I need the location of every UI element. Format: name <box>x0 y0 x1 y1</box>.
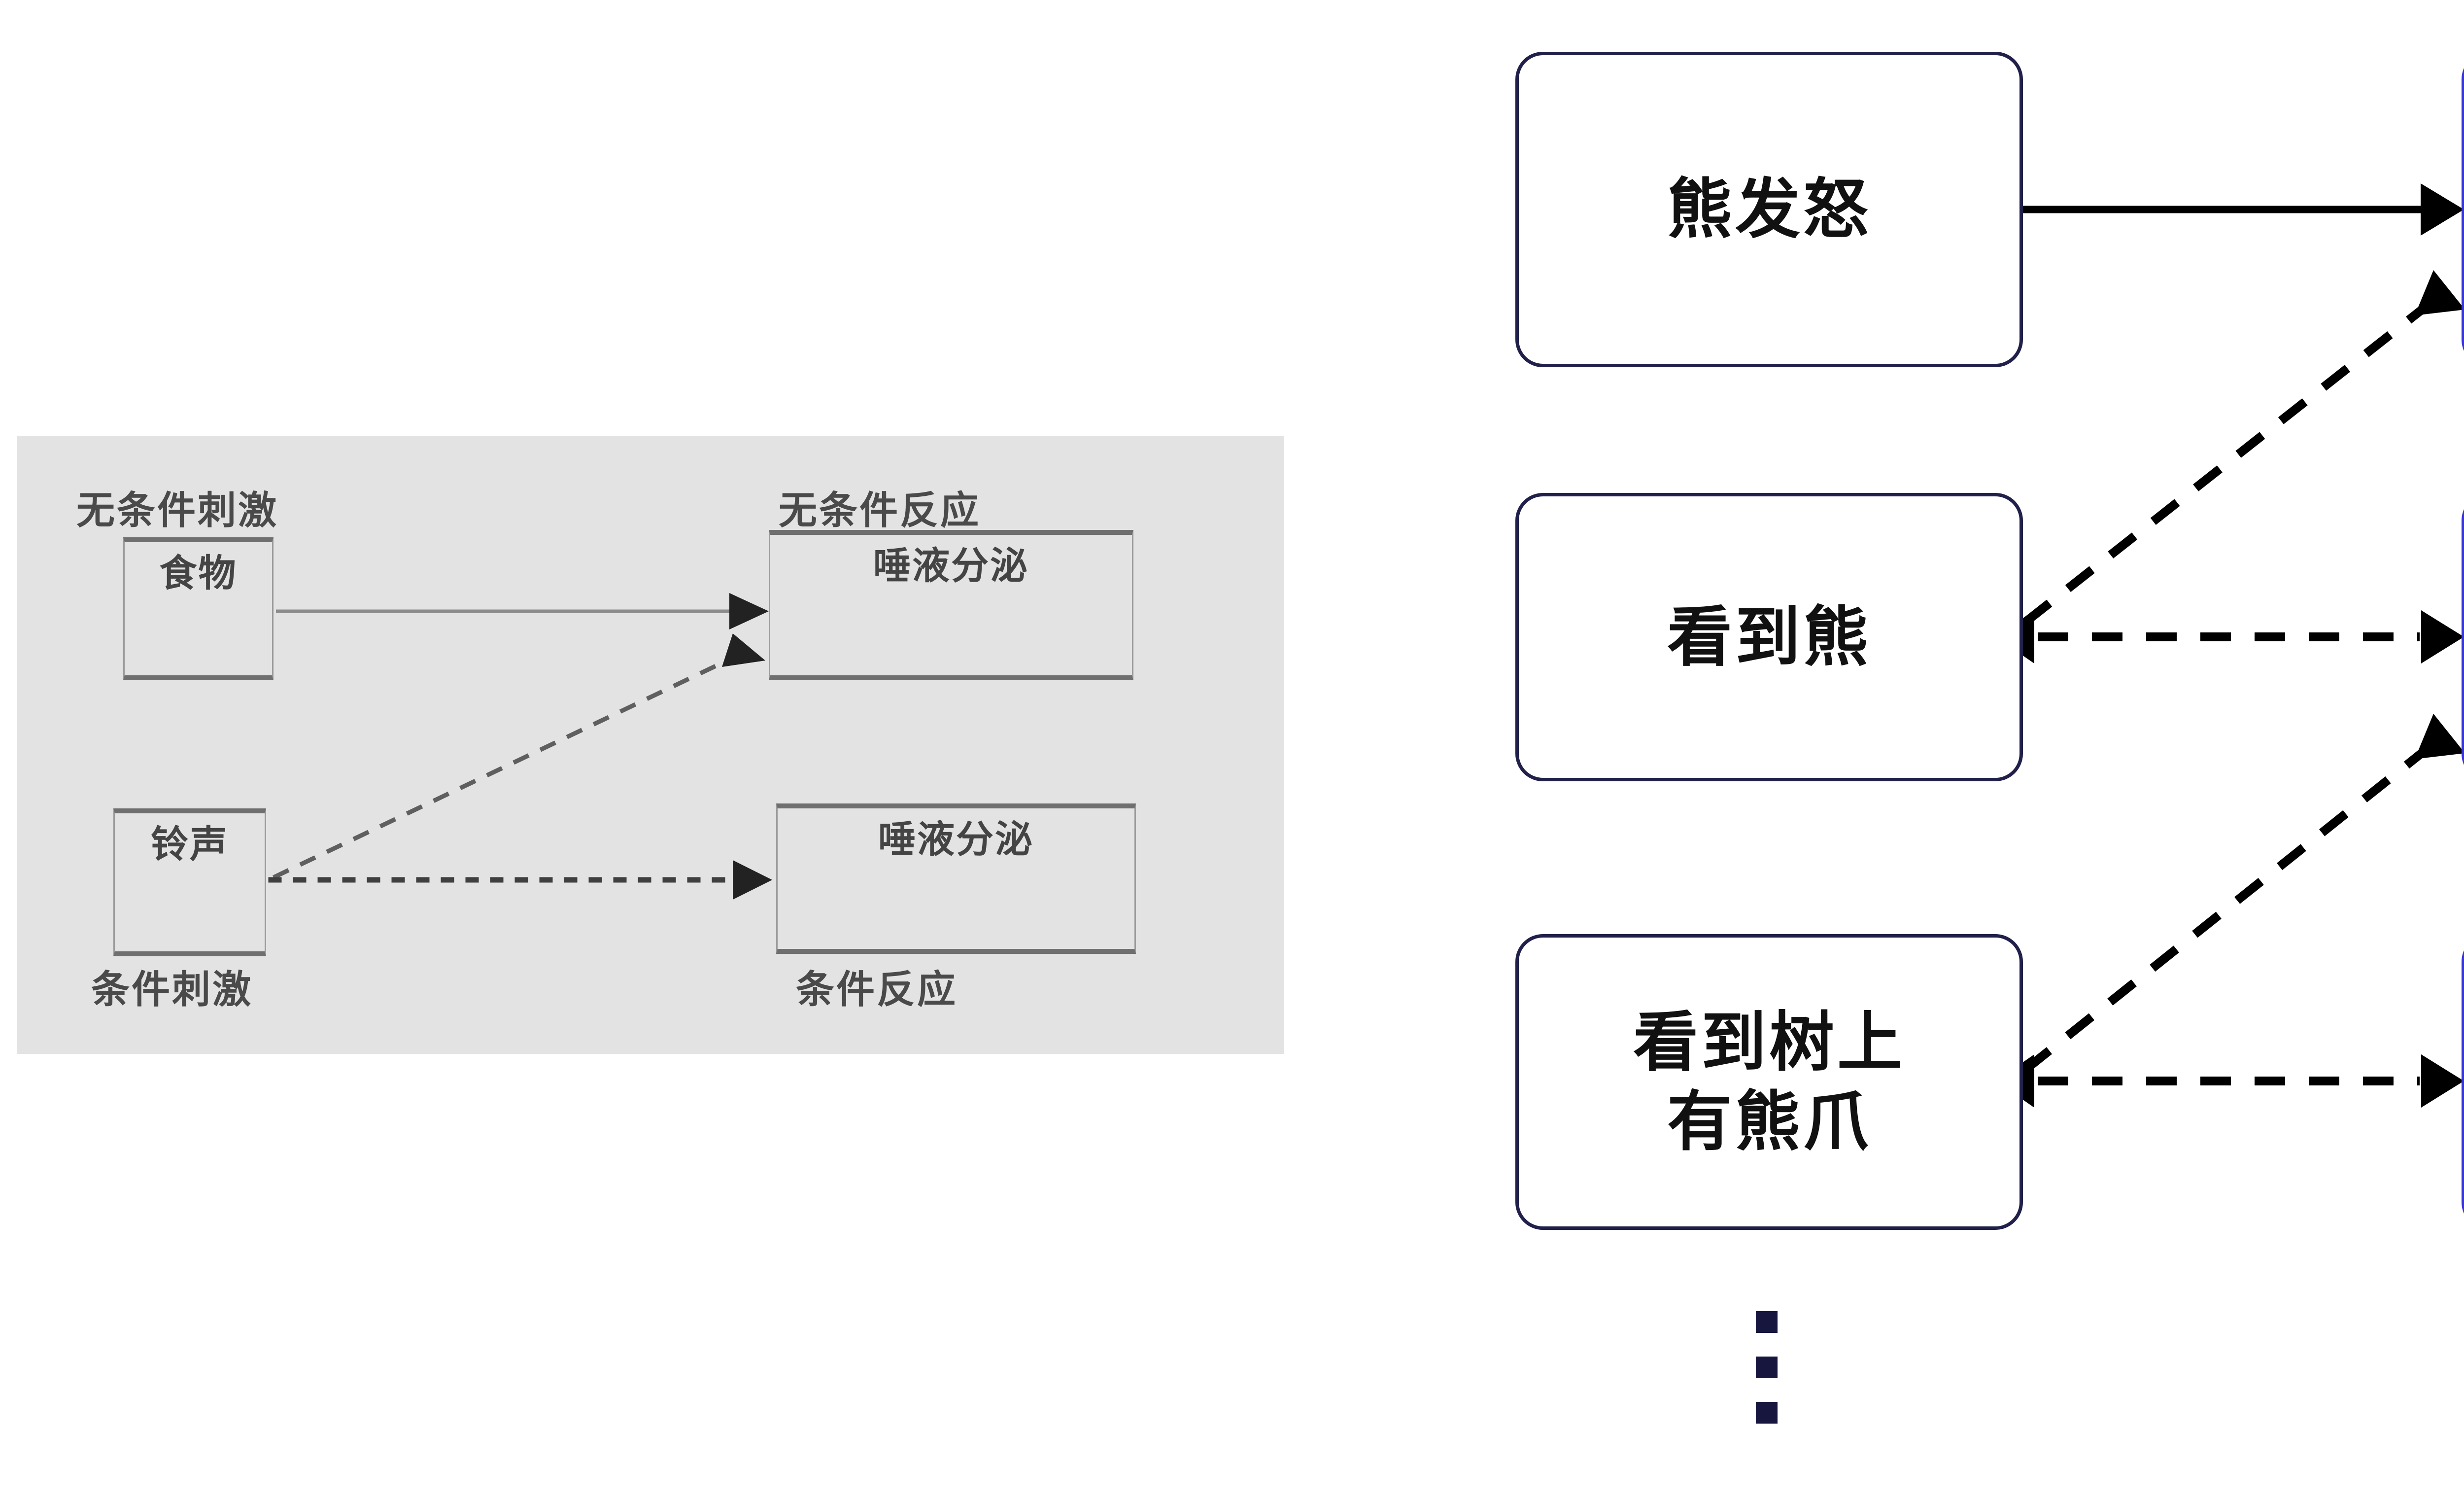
edge-seebear-to-vsprime <box>1996 610 2464 663</box>
edge-seeclaw-to-vs <box>1996 1054 2464 1108</box>
node-value-current-state[interactable]: V(s) <box>2462 934 2464 1230</box>
classical-conditioning-panel: 无条件刺激 无条件反应 食物 铃声 唾液分泌 唾液分泌 <box>17 436 1284 1054</box>
edge-bell-to-salivation-bottom <box>268 860 772 900</box>
ellipsis-dot <box>1756 1357 1778 1378</box>
cc-box-bell: 铃声 <box>113 808 266 956</box>
edge-food-to-salivation <box>276 593 769 629</box>
cc-box-food: 食物 <box>123 537 274 680</box>
node-see-bear[interactable]: 看到熊 <box>1515 493 2023 781</box>
cc-box-salivation-bottom: 唾液分泌 <box>776 803 1136 954</box>
edge-anger-to-reward <box>2023 183 2464 236</box>
node-see-claw-on-tree-label: 看到树上 有熊爪 <box>1633 1006 1905 1158</box>
ellipsis-dot <box>1756 1311 1778 1333</box>
cc-box-salivation-top-label: 唾液分泌 <box>873 545 1029 587</box>
node-see-claw-on-tree[interactable]: 看到树上 有熊爪 <box>1515 934 2023 1230</box>
ellipsis-left-column <box>1756 1311 1778 1424</box>
node-value-next-state[interactable]: V(s′) <box>2462 493 2464 781</box>
ellipsis-dot <box>1756 1402 1778 1424</box>
cc-box-salivation-bottom-label: 唾液分泌 <box>878 819 1034 861</box>
edge-bell-to-salivation-top <box>273 633 765 880</box>
node-bear-angry-label: 熊发怒 <box>1667 173 1871 246</box>
label-unconditioned-response: 无条件反应 <box>779 488 981 532</box>
cc-box-salivation-top: 唾液分泌 <box>769 530 1133 680</box>
edge-seebear-to-reward <box>2022 270 2464 626</box>
node-reward[interactable]: 奖励 <box>2462 52 2464 367</box>
cc-edges <box>268 593 772 900</box>
cc-box-bell-label: 铃声 <box>151 824 229 866</box>
label-conditioned-stimulus: 条件刺激 <box>91 968 253 1011</box>
node-bear-angry[interactable]: 熊发怒 <box>1515 52 2023 367</box>
node-see-bear-label: 看到熊 <box>1667 600 1871 673</box>
label-conditioned-response: 条件反应 <box>796 968 958 1011</box>
label-unconditioned-stimulus: 无条件刺激 <box>76 488 279 532</box>
cc-box-food-label: 食物 <box>159 553 238 594</box>
edge-seeclaw-to-vsprime <box>2022 714 2464 1074</box>
